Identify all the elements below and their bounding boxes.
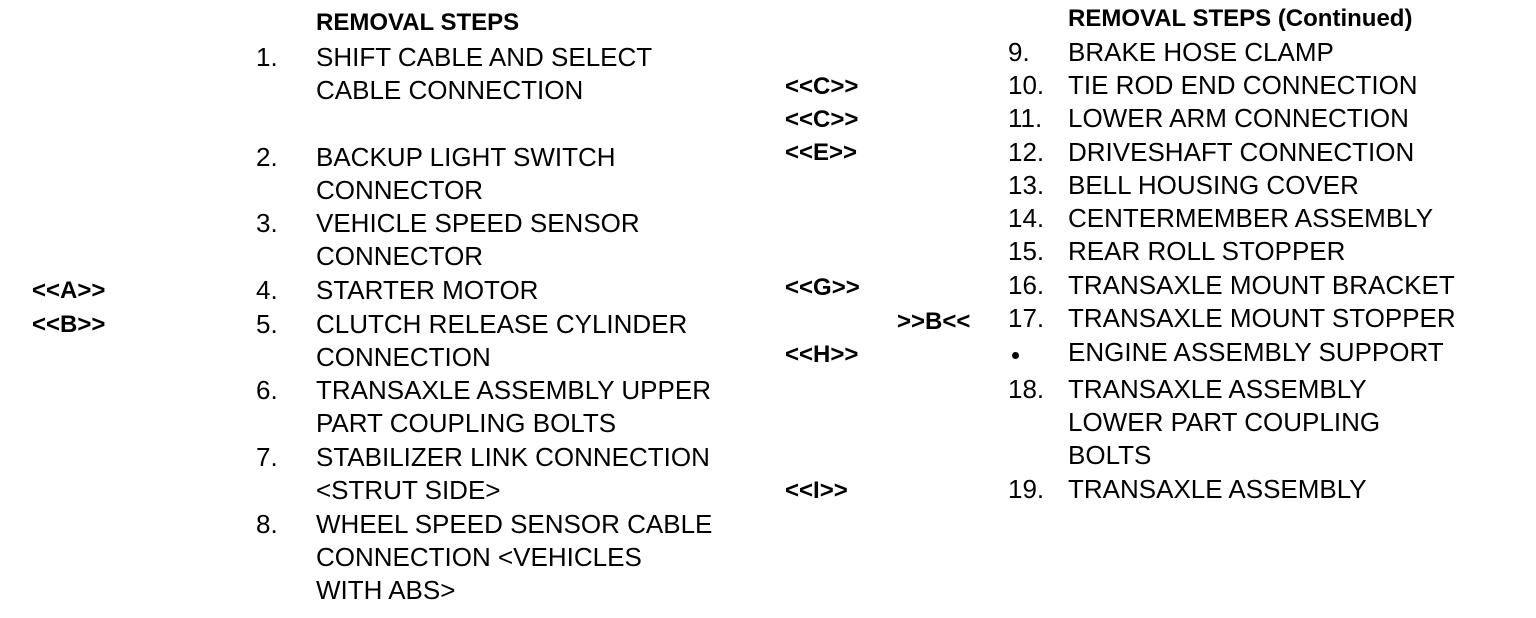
- step-text: TRANSAXLE ASSEMBLY UPPER: [316, 375, 711, 405]
- step-text: WHEEL SPEED SENSOR CABLE: [316, 509, 713, 539]
- step-number: 16.: [1008, 270, 1045, 300]
- step-mark: <<B>>: [32, 311, 106, 338]
- step-number: 1.: [256, 42, 278, 72]
- step-text: TRANSAXLE MOUNT BRACKET: [1068, 270, 1455, 300]
- step-text: WITH ABS>: [316, 575, 456, 605]
- step-text: PART COUPLING BOLTS: [316, 408, 617, 438]
- step-number: 9.: [1008, 37, 1030, 67]
- step-mark: <<E>>: [785, 139, 858, 166]
- step-text: CONNECTION: [316, 342, 491, 372]
- step-text: BOLTS: [1068, 440, 1152, 470]
- step-number: 11.: [1008, 103, 1043, 133]
- step-number: 10.: [1008, 70, 1045, 100]
- step-text: TRANSAXLE ASSEMBLY: [1068, 474, 1367, 504]
- step-text: DRIVESHAFT CONNECTION: [1068, 137, 1415, 167]
- step-text: SHIFT CABLE AND SELECT: [316, 42, 653, 72]
- step-text: CONNECTOR: [316, 175, 484, 205]
- step-number: 13.: [1008, 170, 1045, 200]
- left-heading: REMOVAL STEPS: [316, 9, 520, 36]
- step-mark: <<G>>: [785, 274, 860, 301]
- step-text: LOWER PART COUPLING: [1068, 407, 1381, 437]
- step-number: 8.: [256, 509, 278, 539]
- bullet-icon: [1012, 352, 1019, 359]
- step-mark: >>B<<: [897, 308, 971, 335]
- step-text: STARTER MOTOR: [316, 275, 539, 305]
- step-number: 12.: [1008, 137, 1045, 167]
- step-text: BACKUP LIGHT SWITCH: [316, 142, 616, 172]
- step-number: 6.: [256, 375, 278, 405]
- step-text: TRANSAXLE MOUNT STOPPER: [1068, 303, 1456, 333]
- step-text: STABILIZER LINK CONNECTION: [316, 442, 710, 472]
- step-mark: <<A>>: [32, 277, 106, 304]
- step-number: 4.: [256, 275, 278, 305]
- step-text: VEHICLE SPEED SENSOR: [316, 208, 640, 238]
- step-number: 14.: [1008, 203, 1045, 233]
- step-number: 2.: [256, 142, 278, 172]
- step-number: 18.: [1008, 374, 1045, 404]
- step-mark: <<H>>: [785, 341, 859, 368]
- step-text: TIE ROD END CONNECTION: [1068, 70, 1418, 100]
- step-number: 15.: [1008, 236, 1045, 266]
- step-text: CABLE CONNECTION: [316, 75, 584, 105]
- step-text: CENTERMEMBER ASSEMBLY: [1068, 203, 1434, 233]
- step-mark: <<C>>: [785, 73, 859, 100]
- step-text: CONNECTION <VEHICLES: [316, 542, 642, 572]
- step-number: 3.: [256, 208, 278, 238]
- step-text: CLUTCH RELEASE CYLINDER: [316, 309, 688, 339]
- step-number: 17.: [1008, 303, 1045, 333]
- step-text: BELL HOUSING COVER: [1068, 170, 1359, 200]
- step-text: BRAKE HOSE CLAMP: [1068, 37, 1334, 67]
- step-text: TRANSAXLE ASSEMBLY: [1068, 374, 1367, 404]
- step-number: 7.: [256, 442, 278, 472]
- right-heading: REMOVAL STEPS (Continued): [1068, 5, 1413, 32]
- step-mark: <<C>>: [785, 106, 859, 133]
- step-mark: <<I>>: [785, 477, 848, 504]
- step-text: ENGINE ASSEMBLY SUPPORT: [1068, 337, 1444, 367]
- step-number: 19.: [1008, 474, 1045, 504]
- step-text: LOWER ARM CONNECTION: [1068, 103, 1409, 133]
- step-text: REAR ROLL STOPPER: [1068, 236, 1346, 266]
- step-number: 5.: [256, 309, 278, 339]
- step-text: <STRUT SIDE>: [316, 475, 501, 505]
- step-text: CONNECTOR: [316, 241, 484, 271]
